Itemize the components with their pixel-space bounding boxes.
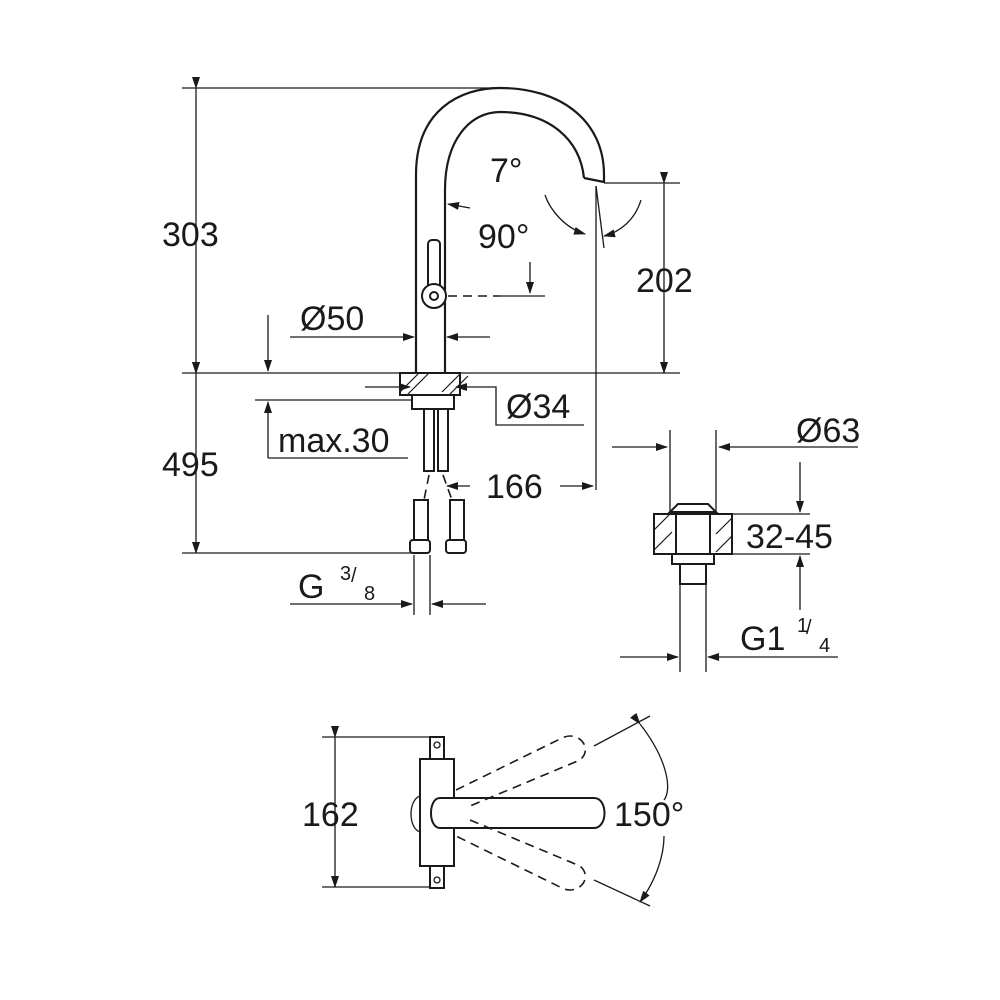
hose-left-lower bbox=[413, 499, 429, 541]
hose-right-lower bbox=[449, 499, 465, 541]
label-waste-thread-num: 1 bbox=[797, 615, 808, 637]
swivel-ray-down bbox=[593, 879, 651, 907]
swivel-arc-bottom bbox=[639, 835, 665, 903]
label-waste-thread-den: 4 bbox=[819, 635, 830, 657]
mounting-nut bbox=[411, 394, 455, 410]
d34-leader bbox=[484, 386, 584, 426]
waste-nut bbox=[671, 553, 715, 565]
countertop-block bbox=[399, 372, 461, 396]
label-connection-thread-num: 3 bbox=[340, 563, 351, 585]
label-connection-thread: G bbox=[298, 568, 324, 606]
tilt-arc-left bbox=[544, 194, 586, 235]
waste-cap bbox=[667, 503, 719, 513]
label-swivel-angle: 150° bbox=[614, 796, 684, 834]
plan-view: 162 150° bbox=[302, 712, 684, 907]
waste-view: Ø63 32-45 G1 1 / 4 bbox=[612, 412, 860, 672]
plan-mount-top-hole bbox=[433, 741, 441, 749]
label-spout-reach: 166 bbox=[486, 468, 543, 506]
label-tilt-angle: 7° bbox=[490, 152, 523, 190]
tilt-arc-right bbox=[603, 199, 642, 238]
lever-angle-arrow bbox=[447, 202, 471, 210]
swivel-arc-top bbox=[630, 712, 669, 801]
waste-thread bbox=[679, 563, 707, 585]
label-waste-diameter: Ø63 bbox=[796, 412, 860, 450]
label-body-diameter: Ø50 bbox=[300, 300, 364, 338]
label-height-total: 303 bbox=[162, 216, 219, 254]
swivel-position-down bbox=[455, 819, 587, 891]
label-outlet-height: 202 bbox=[636, 262, 693, 300]
faucet-side-view: 303 495 202 7° 90° Ø50 Ø34 max.30 bbox=[162, 77, 693, 615]
label-plan-depth: 162 bbox=[302, 796, 359, 834]
basin-hatching bbox=[653, 513, 733, 553]
label-hose-length: 495 bbox=[162, 446, 219, 484]
spout-outlet bbox=[583, 175, 606, 184]
label-connection-thread-den: 8 bbox=[364, 583, 375, 605]
connector-left bbox=[409, 539, 431, 554]
thread-fraction-slash: / bbox=[351, 565, 357, 587]
label-lever-angle: 90° bbox=[478, 218, 529, 256]
plan-mount-bottom-hole bbox=[433, 876, 441, 884]
label-waste-thread: G1 bbox=[740, 620, 785, 658]
hose-right bbox=[437, 408, 449, 472]
plan-spout bbox=[430, 797, 606, 829]
tilt-reference-line bbox=[595, 185, 605, 249]
spout-inner-contour bbox=[443, 110, 586, 373]
hose-right-break bbox=[442, 474, 453, 501]
spout-outer-contour bbox=[414, 86, 606, 373]
hose-left bbox=[423, 408, 435, 472]
swivel-ray-up bbox=[593, 715, 651, 747]
lever-pivot-center bbox=[429, 291, 439, 301]
swivel-position-up bbox=[455, 735, 587, 807]
label-waste-range: 32-45 bbox=[746, 518, 833, 556]
hose-left-break bbox=[423, 474, 430, 501]
label-max-countertop: max.30 bbox=[278, 422, 390, 460]
label-hole-diameter: Ø34 bbox=[506, 388, 570, 426]
waste-body bbox=[675, 513, 711, 555]
waste-fraction-slash: / bbox=[806, 617, 812, 639]
plan-lever-bump bbox=[410, 795, 421, 833]
connector-right bbox=[445, 539, 467, 554]
